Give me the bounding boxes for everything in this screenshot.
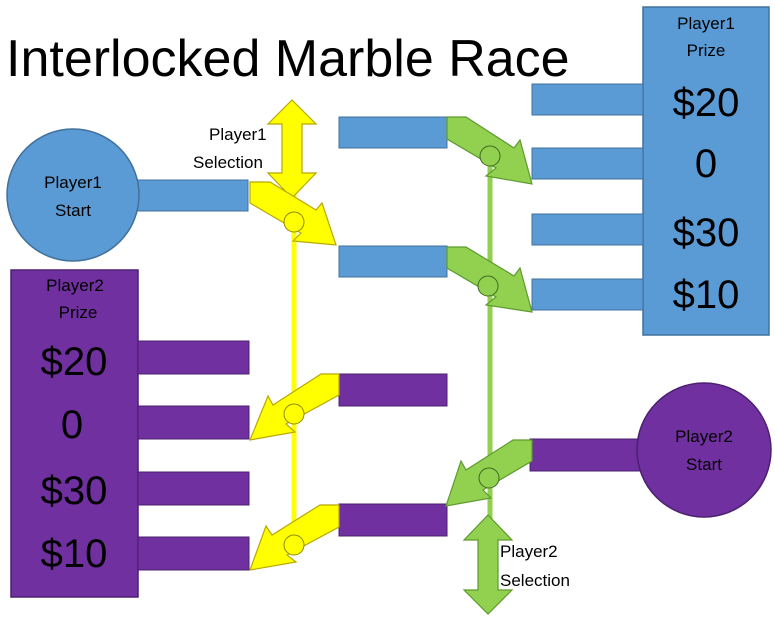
player1-prize-slot-4 bbox=[531, 278, 644, 311]
green-pivot-3 bbox=[478, 467, 500, 489]
player2-feeder-lower bbox=[338, 503, 448, 537]
player2-prize-box bbox=[10, 269, 139, 598]
player2-prize-slot-2 bbox=[137, 405, 250, 440]
player1-prize-1: $20 bbox=[673, 81, 740, 125]
player2-start-bar bbox=[529, 438, 643, 472]
diagram-title: Interlocked Marble Race bbox=[6, 30, 570, 88]
player2-prize-header-line1: Player2 bbox=[46, 276, 104, 295]
yellow-pivot-2 bbox=[283, 403, 305, 425]
player2-start-node bbox=[636, 382, 772, 518]
player1-selection-arrow bbox=[266, 99, 318, 199]
player1-prize-3: $30 bbox=[673, 211, 740, 255]
player2-prize-2: 0 bbox=[61, 403, 83, 447]
player1-prize-header-line1: Player1 bbox=[677, 14, 735, 33]
player2-feeder-upper bbox=[338, 373, 448, 407]
player1-start-label-line1: Player1 bbox=[44, 173, 102, 192]
player1-prize-slot-2 bbox=[531, 147, 644, 180]
yellow-pivot-3 bbox=[283, 534, 305, 556]
yellow-pivot-1 bbox=[283, 211, 305, 233]
player2-selection-label-line1: Player2 bbox=[500, 542, 558, 561]
player2-prize-slot-4 bbox=[137, 536, 250, 571]
player1-feeder-upper bbox=[338, 116, 448, 149]
player1-start-node bbox=[6, 128, 140, 262]
player1-prize-box bbox=[642, 6, 770, 336]
player1-prize-header-line2: Prize bbox=[687, 41, 726, 60]
player1-start-bar bbox=[135, 179, 249, 212]
player2-start-label-line1: Player2 bbox=[675, 427, 733, 446]
player2-start-label-line2: Start bbox=[686, 455, 722, 474]
player2-selection-arrow bbox=[462, 514, 514, 615]
player1-start-label-line2: Start bbox=[55, 201, 91, 220]
player2-prize-4: $10 bbox=[41, 532, 108, 576]
player2-prize-3: $30 bbox=[41, 469, 108, 513]
player2-selection-label-line2: Selection bbox=[500, 571, 570, 590]
player2-prize-header-line2: Prize bbox=[59, 303, 98, 322]
player1-selection-label-line2: Selection bbox=[193, 153, 263, 172]
green-pivot-1 bbox=[479, 145, 501, 167]
green-pivot-2 bbox=[477, 275, 499, 297]
player1-prize-2: 0 bbox=[695, 142, 717, 186]
player1-prize-slot-1 bbox=[531, 83, 644, 116]
player1-prize-slot-3 bbox=[531, 213, 644, 246]
player1-prize-4: $10 bbox=[673, 273, 740, 317]
player1-feeder-lower bbox=[338, 245, 448, 278]
player2-prize-slot-3 bbox=[137, 471, 250, 506]
player1-selection-label-line1: Player1 bbox=[209, 125, 267, 144]
player2-prize-1: $20 bbox=[41, 340, 108, 384]
player2-prize-slot-1 bbox=[137, 340, 250, 375]
